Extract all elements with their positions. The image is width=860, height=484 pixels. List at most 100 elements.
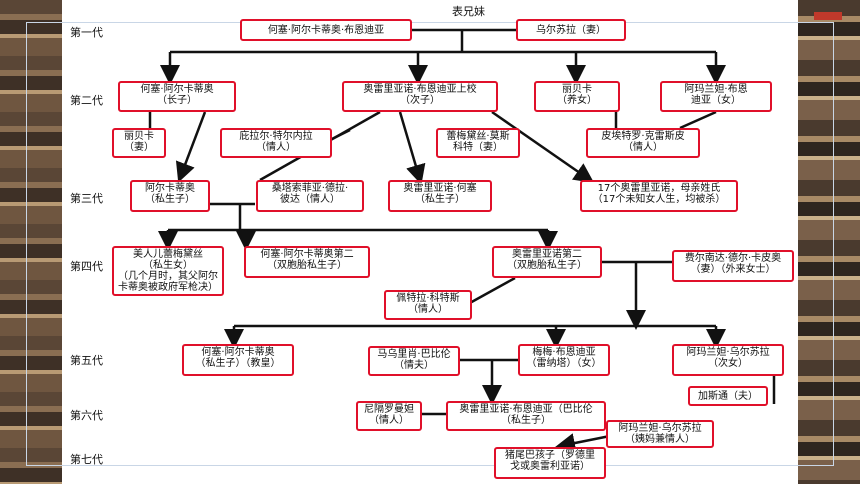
person-jose-arcadio-second: 何塞·阿尔卡蒂奥第二（双胞胎私生子） (244, 246, 370, 278)
person-role: （雷纳塔）（女） (526, 358, 602, 369)
bookshelf-left (0, 0, 62, 484)
person-name: 加斯通（夫） (698, 391, 758, 402)
generation-label: 第一代 (70, 26, 103, 39)
person-jose-arcadio-eldest: 何塞·阿尔卡蒂奥（长子） (118, 81, 236, 112)
person-pig-tail-child: 猪尾巴孩子（罗德里戈或奥雷利亚诺） (494, 447, 606, 479)
person-pilar-ternera: 庇拉尔·特尔内拉（情人） (220, 128, 332, 158)
person-name: 阿玛兰妲·乌尔苏拉 (618, 423, 702, 434)
arrow-to-aureliano-jose (398, 111, 426, 185)
person-name: 阿尔卡蒂奥 (145, 183, 195, 194)
person-name: 尼隔罗曼妲 (364, 404, 414, 415)
arrow-to-seventeen (491, 110, 595, 183)
person-name: 庇拉尔·特尔内拉 (239, 131, 313, 142)
person-name: 何塞·阿尔卡蒂奥 (201, 347, 275, 358)
person-name: 蕾梅黛丝·莫斯 (446, 131, 510, 142)
generation-label: 第二代 (70, 94, 103, 107)
person-fernanda: 费尔南达·德尔·卡皮奥（妻）（外来女士） (672, 250, 794, 282)
bookshelf-right (798, 0, 860, 484)
person-name: 费尔南达·德尔·卡皮奥 (684, 253, 782, 264)
person-name: 何塞·阿尔卡蒂奥·布恩迪亚 (267, 25, 385, 36)
person-role: （私生子）（教皇） (195, 358, 281, 369)
person-name: 佩特拉·科特斯 (396, 293, 460, 304)
person-colonel-aureliano: 奥雷里亚诺·布恩迪亚上校（次子） (342, 81, 498, 112)
person-name: 美人儿蕾梅黛丝 (133, 249, 203, 260)
person-name: 奥雷里亚诺·布恩迪亚（巴比伦 (459, 404, 593, 415)
person-remedios-the-beauty: 美人儿蕾梅黛丝（私生女）（几个月时，其父阿尔卡蒂奥被政府军枪决） (112, 246, 224, 296)
generation-label: 第七代 (70, 453, 103, 466)
person-nigromanta: 尼隔罗曼妲（情人） (356, 401, 422, 431)
person-arcadio: 阿尔卡蒂奥（私生子） (130, 180, 210, 212)
slide-canvas (62, 0, 798, 484)
person-name: 奥雷里亚诺第二 (512, 249, 582, 260)
diagram-title: 表兄妹 (452, 5, 485, 18)
generation-label: 第五代 (70, 354, 103, 367)
person-role: （双胞胎私生子） (267, 260, 347, 271)
person-petra-cotes: 佩特拉·科特斯（情人） (384, 290, 472, 320)
person-amaranta: 阿玛兰妲·布恩迪亚（女） (660, 81, 772, 112)
generation-label: 第六代 (70, 409, 103, 422)
person-jose-arcadio-pope: 何塞·阿尔卡蒂奥（私生子）（教皇） (182, 344, 294, 376)
person-name: 阿玛兰妲·乌尔苏拉 (686, 347, 770, 358)
person-jose-arcadio-buendia: 何塞·阿尔卡蒂奥·布恩迪亚 (240, 19, 412, 41)
person-name: 何塞·阿尔卡蒂奥第二 (260, 249, 354, 260)
accent-bar (814, 12, 842, 20)
person-rebeca-adopted: 丽贝卡（养女） (534, 81, 620, 112)
person-role: 迪亚（女） (691, 95, 741, 106)
person-seventeen-aurelianos: 17个奥雷里亚诺，母亲姓氏（17个未知女人生，均被杀） (580, 180, 738, 212)
person-amaranta-ursula-lover: 阿玛兰妲·乌尔苏拉（姨妈兼情人） (606, 420, 714, 448)
person-role: 科特（妻） (453, 142, 503, 153)
person-role: （17个未知女人生，均被杀） (592, 194, 726, 205)
person-name: 丽贝卡 (124, 131, 154, 142)
person-role: （养女） (557, 95, 597, 106)
person-name: 梅梅·布恩迪亚 (532, 347, 596, 358)
person-role: （私生女） (143, 260, 193, 271)
person-name: 乌尔苏拉（妻） (536, 25, 606, 36)
person-role: （私生子） (415, 194, 465, 205)
person-role: （情人） (623, 142, 663, 153)
person-name: 何塞·阿尔卡蒂奥 (140, 84, 214, 95)
person-role: （情人） (256, 142, 296, 153)
person-role: （长子） (157, 95, 197, 106)
generation-label: 第三代 (70, 192, 103, 205)
person-role: （妻）（外来女士） (690, 264, 776, 275)
person-role: 彼达（情人） (280, 194, 340, 205)
person-name: 阿玛兰妲·布恩 (684, 84, 748, 95)
person-role: （私生子） (145, 194, 195, 205)
person-name: 桑塔索菲亚·德拉· (271, 183, 349, 194)
person-role: （情人） (369, 415, 409, 426)
person-role: （姨妈兼情人） (625, 434, 695, 445)
person-role: 戈或奥雷利亚诺） (510, 461, 590, 472)
link-aureliano2-petra (467, 276, 516, 306)
person-aureliano-jose: 奥雷里亚诺·何塞（私生子） (388, 180, 492, 212)
person-role: （妻） (124, 142, 154, 153)
person-rebeca-wife: 丽贝卡（妻） (112, 128, 166, 158)
person-pietro-crespi: 皮埃特罗·克雷斯皮（情人） (586, 128, 700, 158)
person-aureliano-babilonia: 奥雷里亚诺·布恩迪亚（巴比伦（私生子） (446, 401, 606, 431)
person-name: 奥雷里亚诺·何塞 (403, 183, 477, 194)
person-name: 丽贝卡 (562, 84, 592, 95)
person-name: 马乌里肖·巴比伦 (377, 349, 451, 360)
person-ursula: 乌尔苏拉（妻） (516, 19, 626, 41)
person-amaranta-ursula: 阿玛兰妲·乌尔苏拉（次女） (672, 344, 784, 376)
person-remedios-moscote: 蕾梅黛丝·莫斯科特（妻） (436, 128, 520, 158)
person-name: 奥雷里亚诺·布恩迪亚上校 (363, 84, 477, 95)
person-mauricio-babilonia: 马乌里肖·巴比伦（情夫） (368, 346, 460, 376)
person-note: 卡蒂奥被政府军枪决） (118, 282, 218, 293)
person-role: （情夫） (394, 360, 434, 371)
link-amaranta-pietro (679, 110, 717, 130)
arrow-to-arcadio (175, 111, 207, 183)
person-role: （双胞胎私生子） (507, 260, 587, 271)
person-name: 猪尾巴孩子（罗德里 (505, 450, 595, 461)
person-meme: 梅梅·布恩迪亚（雷纳塔）（女） (518, 344, 610, 376)
person-name: 皮埃特罗·克雷斯皮 (601, 131, 685, 142)
person-santa-sofia: 桑塔索菲亚·德拉·彼达（情人） (256, 180, 364, 212)
person-role: （私生子） (501, 415, 551, 426)
person-name: 17个奥雷里亚诺，母亲姓氏 (597, 183, 721, 194)
generation-label: 第四代 (70, 260, 103, 273)
person-role: （次女） (708, 358, 748, 369)
person-role: （情人） (408, 304, 448, 315)
person-role: （次子） (400, 95, 440, 106)
person-gaston: 加斯通（夫） (688, 386, 768, 406)
person-note: （几个月时，其父阿尔 (118, 271, 218, 282)
